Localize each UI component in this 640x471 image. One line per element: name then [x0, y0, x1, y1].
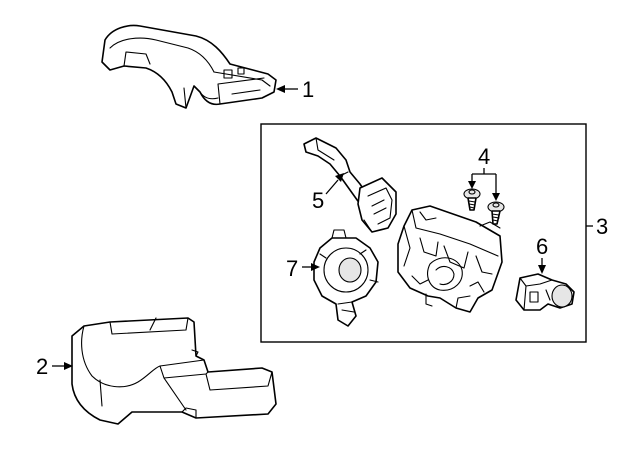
callout-4-label: 4	[478, 144, 490, 169]
assembly-group-box: 3	[260, 123, 608, 343]
callout-6-label: 6	[536, 234, 548, 259]
screw-left	[463, 188, 481, 211]
callout-1: 1	[276, 77, 314, 102]
callout-7: 7	[286, 256, 320, 281]
callout-5: 5	[312, 173, 344, 213]
callout-2-label: 2	[36, 354, 48, 379]
clockspring-part	[313, 229, 379, 327]
switch-stalk-part	[303, 137, 397, 233]
switch-housing-part	[397, 205, 503, 313]
callout-1-label: 1	[302, 77, 314, 102]
lower-shroud-part	[71, 317, 277, 425]
screw-right	[487, 201, 505, 225]
callout-3-label: 3	[596, 214, 608, 239]
callout-5-label: 5	[312, 188, 324, 213]
callout-4: 4	[468, 144, 500, 201]
callout-2: 2	[36, 354, 73, 379]
upper-shroud-part	[101, 24, 277, 109]
callout-6: 6	[536, 234, 548, 274]
callout-7-label: 7	[286, 256, 298, 281]
ignition-switch-part	[515, 273, 575, 311]
